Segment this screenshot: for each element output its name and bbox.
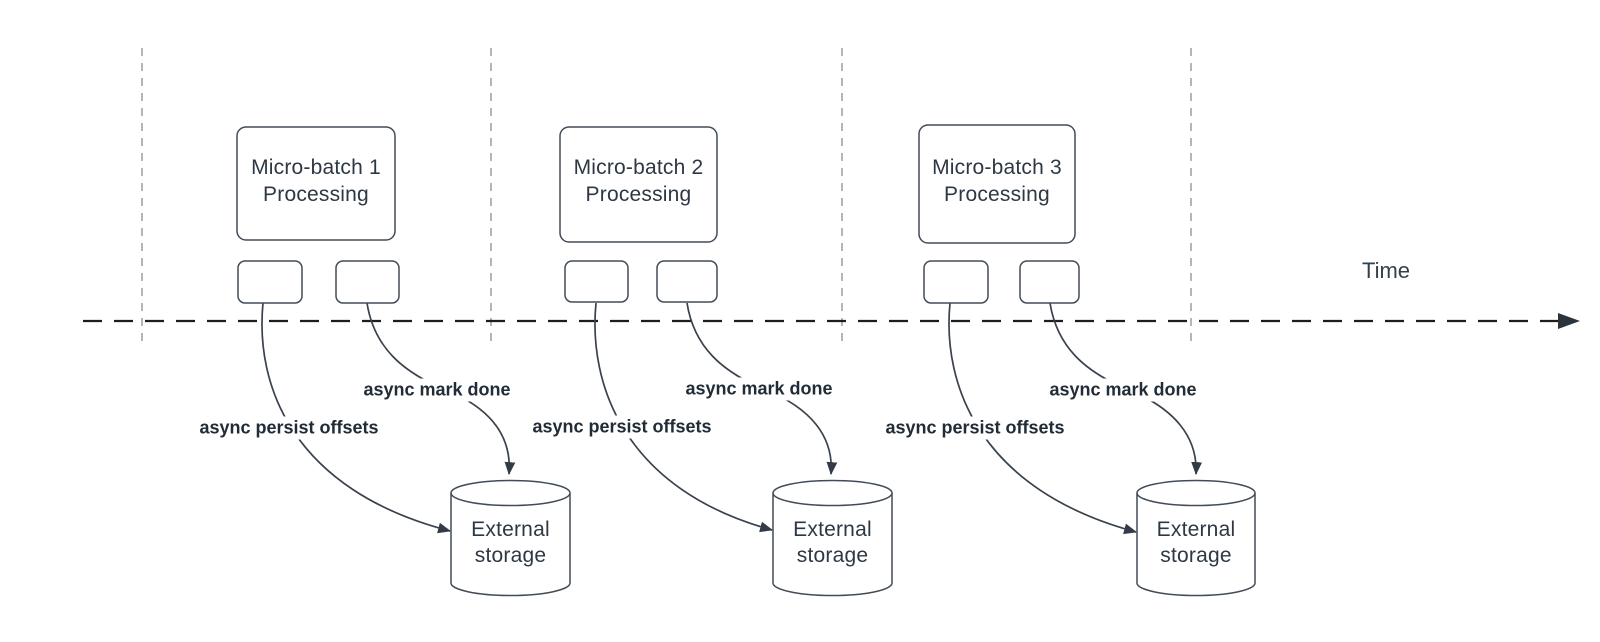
time-axis <box>83 313 1580 329</box>
offset-token-right-2 <box>656 260 718 303</box>
storage-cylinder-top-3 <box>1136 479 1256 507</box>
microbatch-group-2 <box>559 126 893 597</box>
offset-token-right-1 <box>335 260 400 304</box>
storage-cylinder-3 <box>1136 479 1256 597</box>
process-box-3 <box>918 124 1076 244</box>
process-box-2 <box>559 126 718 243</box>
storage-cylinder-body-3 <box>1136 493 1256 597</box>
mark-done-connector-2 <box>686 302 838 476</box>
storage-cylinder-top-2 <box>772 479 893 507</box>
storage-cylinder-2 <box>772 479 893 597</box>
offset-token-left-1 <box>237 260 303 304</box>
storage-cylinder-1 <box>450 479 571 597</box>
persist-offsets-connector-1 <box>261 302 452 534</box>
storage-cylinder-body-2 <box>772 493 893 597</box>
microbatch-group-3 <box>918 124 1256 597</box>
persist-offsets-connector-3 <box>948 302 1138 535</box>
process-box-1 <box>236 126 396 241</box>
microbatch-group-1 <box>236 126 571 597</box>
offset-token-left-2 <box>564 260 629 303</box>
storage-cylinder-body-1 <box>450 493 571 597</box>
mark-done-connector-3 <box>1049 302 1203 476</box>
storage-cylinder-top-1 <box>450 479 571 507</box>
interval-guide-lines <box>141 48 1192 341</box>
offset-token-left-3 <box>923 260 989 304</box>
persist-offsets-connector-2 <box>594 302 774 533</box>
offset-token-right-3 <box>1019 260 1080 304</box>
time-axis-arrowhead-icon <box>1558 313 1580 329</box>
mark-done-connector-1 <box>366 302 516 476</box>
